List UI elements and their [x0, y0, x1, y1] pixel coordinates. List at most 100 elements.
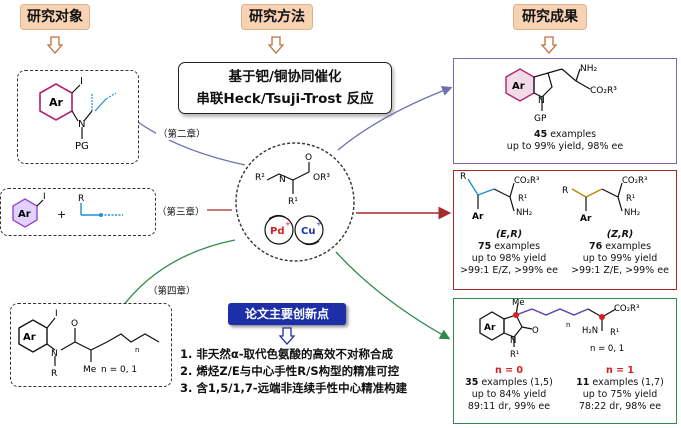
box3-right-count-number: 11 — [576, 377, 590, 388]
box3-left-selectivity: 89:11 dr, 99% ee — [467, 401, 551, 412]
r-label: R — [562, 186, 568, 196]
box1-yield: up to 99% yield, 98% ee — [506, 141, 624, 152]
iodide-label: I — [80, 76, 83, 87]
r2-label: R² — [255, 173, 265, 183]
r-label: R — [78, 194, 84, 204]
h2n-label: H₂N — [582, 326, 598, 336]
box2-right-label: (Z,R) — [606, 229, 634, 240]
result-box-tryptophan: NH₂ CO₂R³ Ar N GP 45 examples up to 99% … — [453, 58, 677, 164]
oxindole-n-label: N — [510, 336, 516, 346]
box2-left-count-number: 75 — [477, 241, 492, 252]
innovation-item-1: 1. 非天然α-取代色氨酸的高效不对称合成 — [180, 347, 394, 361]
innovation-item-2: 2. 烯烃Z/E与中心手性R/S构型的精准可控 — [180, 364, 400, 378]
box2-left-yield: up to 98% yield — [471, 253, 547, 264]
method-title-box: 基于钯/铜协同催化 串联Heck/Tsuji-Trost 反应 — [178, 62, 392, 114]
result-box-remote-chirality: Me Ar N O R¹ n CO₂R³ H₂N R¹ n = 0, 1 n =… — [453, 298, 677, 424]
dienyl-amide-structure: Ar I N O R Me n n = 0, 1 — [18, 309, 160, 379]
chapter-4-label: （第四章） — [146, 283, 198, 297]
or3-label: OR³ — [313, 173, 330, 183]
imine-n-label: N — [279, 175, 286, 185]
method-title-line1: 基于钯/铜协同催化 — [228, 69, 342, 85]
result-box-olefin: R Ar CO₂R³ R¹ NH₂ R Ar CO₂R³ R¹ NH₂ (E,R… — [453, 170, 677, 290]
substrate-box-ch4: Ar I N O R Me n n = 0, 1 — [10, 303, 172, 387]
nh2-label: NH₂ — [580, 64, 598, 74]
box3-right-n: n = 1 — [606, 365, 634, 376]
r1-bottom-label: R¹ — [510, 350, 519, 360]
pd-charge: + — [285, 220, 291, 228]
header-research-results: 研究成果 — [513, 4, 587, 30]
nitrogen-label: N — [78, 119, 85, 130]
gp-label: GP — [534, 114, 547, 124]
catalytic-center: R² N O OR³ R¹ Pd + Cu + — [235, 142, 355, 262]
innovation-title: 论文主要创新点 — [228, 303, 346, 325]
ar-label: Ar — [23, 332, 36, 343]
co2r3-label: CO₂R³ — [590, 86, 617, 96]
box2-right-count-suffix: examples — [602, 241, 652, 252]
r-label: R — [51, 369, 57, 379]
methyl-label: Me — [512, 299, 525, 308]
n-range-label: n = 0, 1 — [101, 365, 137, 375]
oxygen-label: O — [71, 319, 78, 329]
ar-label: Ar — [484, 323, 496, 333]
co2r3-label: CO₂R³ — [622, 176, 647, 186]
box2-left-count: 75 examples — [454, 241, 564, 252]
pg-label: PG — [75, 141, 89, 152]
aryl-iodide-plus-allene: Ar I + R — [12, 192, 123, 228]
box3-left-n: n = 0 — [495, 365, 523, 376]
oxindole-product-structure: Me Ar N O R¹ n CO₂R³ H₂N R¹ n = 0, 1 — [479, 299, 639, 360]
substrate-box-ch2: Ar I N PG — [17, 70, 139, 164]
chapter-3-label: （第三章） — [155, 204, 207, 218]
box1-count-number: 45 — [533, 129, 548, 140]
aryl-iodide-allene-structure: Ar I N PG — [39, 76, 117, 152]
tryptophan-product-structure: NH₂ CO₂R³ Ar N GP — [505, 64, 617, 124]
co2r3-label: CO₂R³ — [514, 176, 539, 186]
ar-label: Ar — [49, 96, 64, 109]
chapter-2-label: （第二章） — [156, 126, 208, 140]
box2-right-selectivity: >99:1 Z/E, >99% ee — [571, 265, 669, 276]
down-arrow-icon — [279, 327, 295, 345]
down-arrow-icon — [268, 36, 284, 54]
r1-label: R¹ — [626, 194, 635, 204]
box3-right-yield: up to 75% yield — [582, 389, 658, 400]
box2-left-label: (E,R) — [495, 229, 523, 240]
indole-n-label: N — [538, 96, 545, 106]
box2-left-selectivity: >99:1 E/Z, >99% ee — [460, 265, 558, 276]
innovation-item-3: 3. 含1,5/1,7-远端非连续手性中心精准构建 — [180, 381, 408, 395]
ar-label: Ar — [18, 209, 31, 220]
iodide-label: I — [55, 309, 58, 319]
box2-right-count: 76 examples — [564, 241, 676, 252]
box2-left-count-suffix: examples — [491, 241, 541, 252]
box3-left-count: 35 examples (1,5) — [454, 377, 564, 388]
box3-right-count-text: examples (1,7) — [589, 377, 664, 388]
ar-label: Ar — [472, 212, 484, 222]
r1-label: R¹ — [288, 197, 298, 207]
box3-right-selectivity: 78:22 dr, 98% ee — [578, 401, 662, 412]
down-arrow-icon — [541, 36, 557, 54]
co2r3-label: CO₂R³ — [614, 304, 639, 314]
pd-label: Pd — [270, 226, 285, 237]
nh2-label: NH₂ — [516, 208, 532, 218]
box3-left-count-text: examples (1,5) — [478, 377, 553, 388]
n-subscript: n — [566, 321, 570, 329]
box2-right-count-number: 76 — [588, 241, 603, 252]
down-arrow-icon — [47, 36, 63, 54]
n-range-label: n = 0, 1 — [590, 344, 624, 354]
olefin-products-structure: R Ar CO₂R³ R¹ NH₂ R Ar CO₂R³ R¹ NH₂ — [460, 172, 647, 224]
cu-charge: + — [316, 220, 322, 228]
header-research-methods: 研究方法 — [241, 4, 313, 30]
box1-count-suffix: examples — [547, 129, 597, 140]
plus-sign: + — [57, 208, 66, 221]
n-subscript: n — [135, 346, 139, 354]
box3-right-count: 11 examples (1,7) — [564, 377, 676, 388]
carbonyl-o-label: O — [532, 326, 539, 336]
innovation-list: 1. 非天然α-取代色氨酸的高效不对称合成 2. 烯烃Z/E与中心手性R/S构型… — [180, 346, 407, 397]
nitrogen-label: N — [51, 349, 58, 359]
header-research-objects: 研究对象 — [20, 4, 90, 30]
ar-label: Ar — [512, 81, 525, 92]
r1-label: R¹ — [518, 194, 527, 204]
nh2-label: NH₂ — [624, 208, 640, 218]
cu-label: Cu — [301, 226, 315, 237]
box3-left-yield: up to 84% yield — [471, 389, 547, 400]
carbonyl-o-label: O — [305, 153, 312, 163]
ar-label: Ar — [580, 214, 592, 224]
